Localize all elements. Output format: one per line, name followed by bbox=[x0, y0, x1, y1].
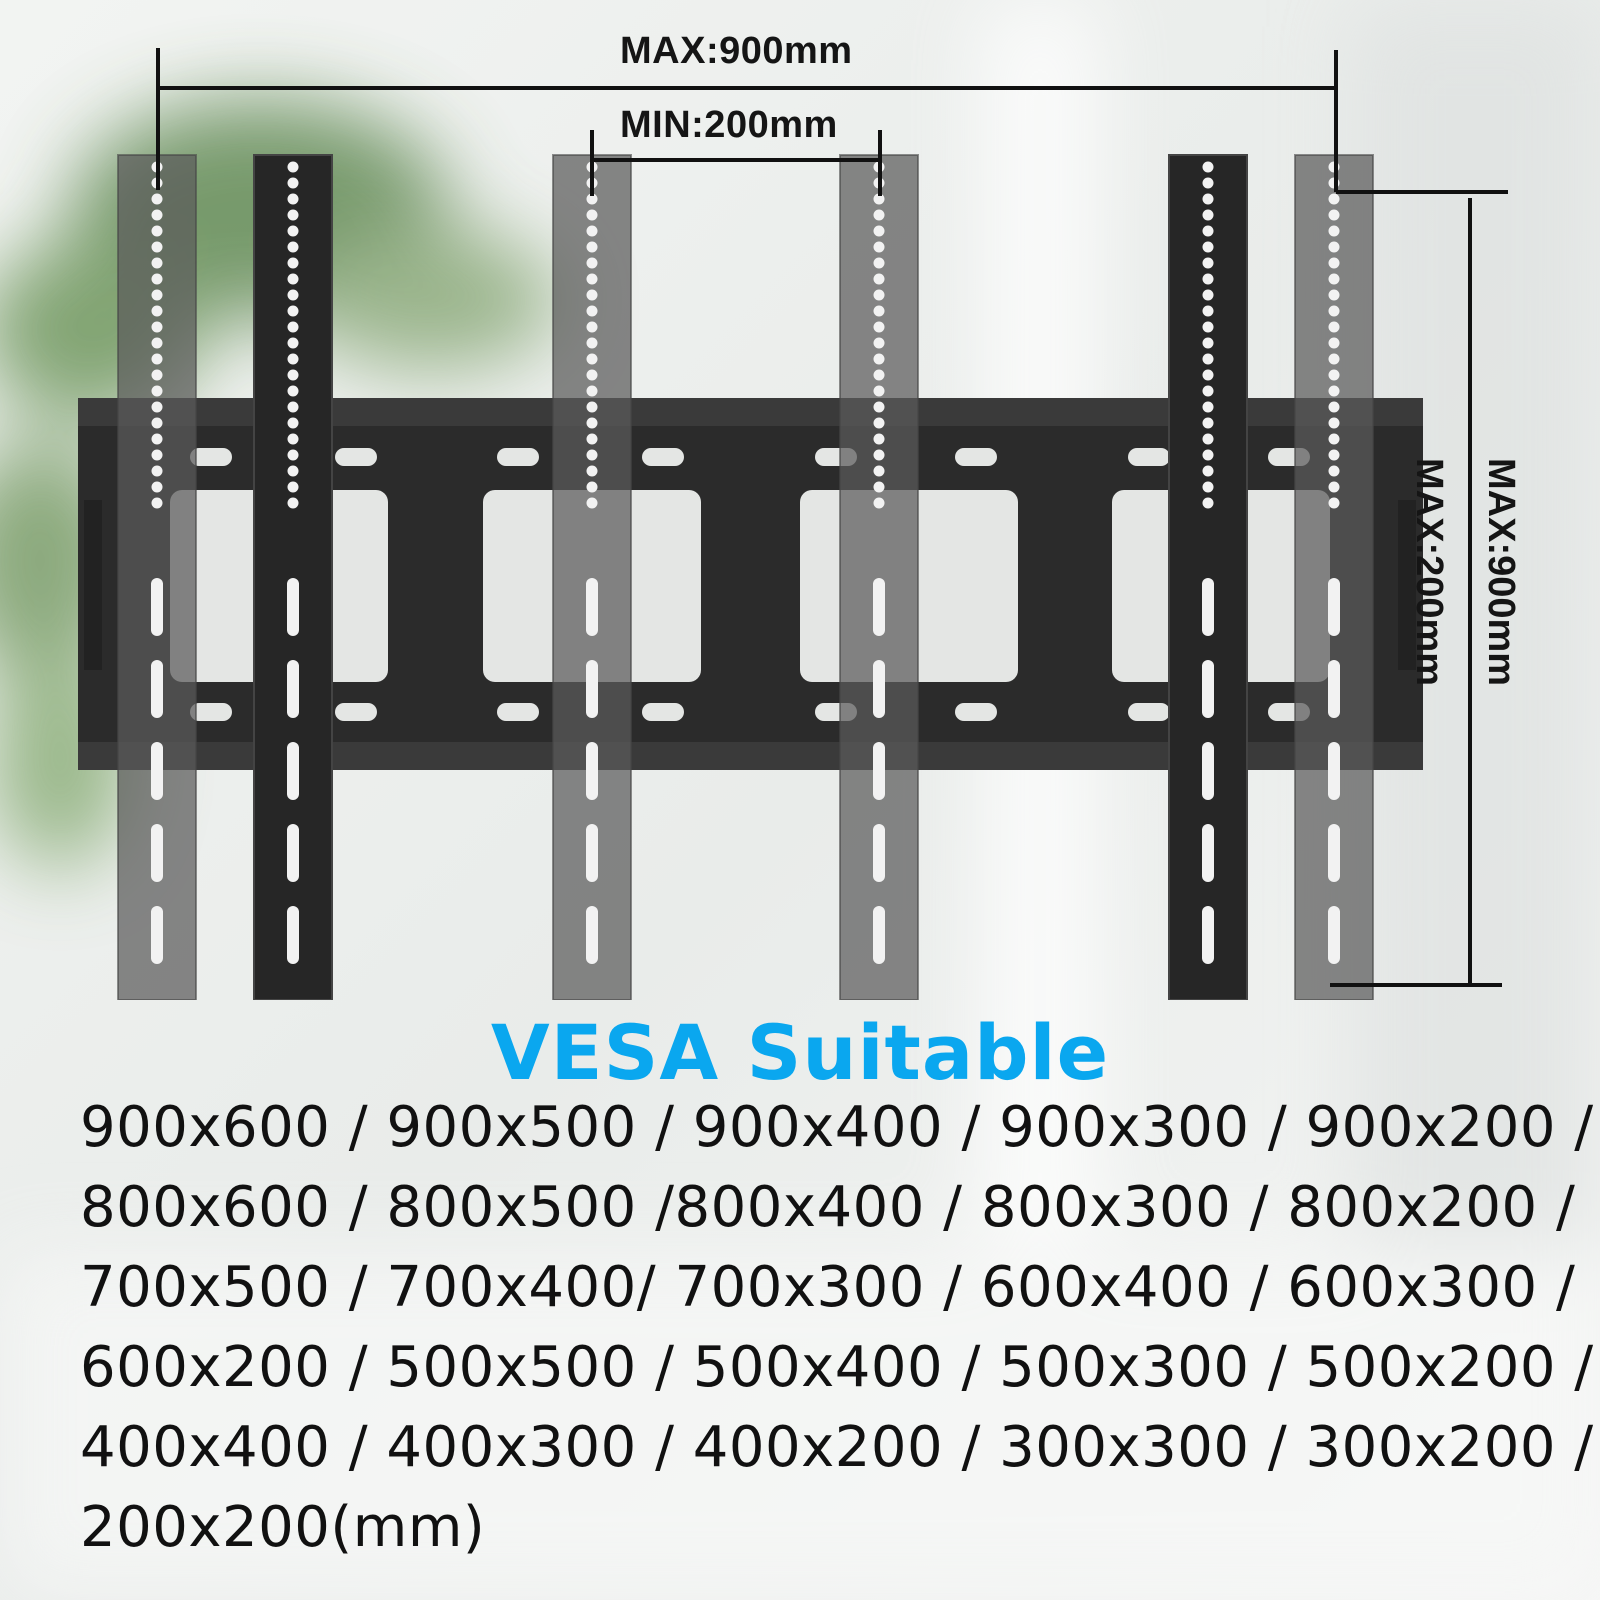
max-width-label: MAX:900mm bbox=[620, 30, 853, 72]
mounting-arm bbox=[117, 154, 197, 1000]
size-line: 800x600 / 800x500 /800x400 / 800x300 / 8… bbox=[80, 1175, 1576, 1240]
dimension-lines bbox=[156, 48, 1508, 987]
min-width-label: MIN:200mm bbox=[620, 104, 838, 146]
plate-slots bbox=[190, 448, 1310, 721]
mounting-arm bbox=[1294, 154, 1374, 1000]
mounting-arm bbox=[1168, 154, 1248, 1000]
mounting-arm bbox=[552, 154, 632, 1000]
mounting-arm bbox=[253, 154, 333, 1000]
size-line: 600x200 / 500x500 / 500x400 / 500x300 / … bbox=[80, 1335, 1594, 1400]
size-line: 700x500 / 700x400/ 700x300 / 600x400 / 6… bbox=[80, 1255, 1576, 1320]
vesa-title: VESA Suitable bbox=[490, 1008, 1110, 1097]
size-line: 200x200(mm) bbox=[80, 1495, 486, 1560]
min-height-label: MAX:200mm bbox=[1408, 458, 1450, 687]
max-height-label: MAX:900mm bbox=[1480, 458, 1522, 687]
vesa-size-list: 900x600 / 900x500 / 900x400 / 900x300 / … bbox=[80, 1088, 1594, 1568]
mounting-arms bbox=[117, 154, 1374, 1000]
size-line: 400x400 / 400x300 / 400x200 / 300x300 / … bbox=[80, 1415, 1594, 1480]
mounting-arm bbox=[839, 154, 919, 1000]
size-line: 900x600 / 900x500 / 900x400 / 900x300 / … bbox=[80, 1095, 1594, 1160]
wall-mount-diagram bbox=[78, 48, 1508, 1000]
